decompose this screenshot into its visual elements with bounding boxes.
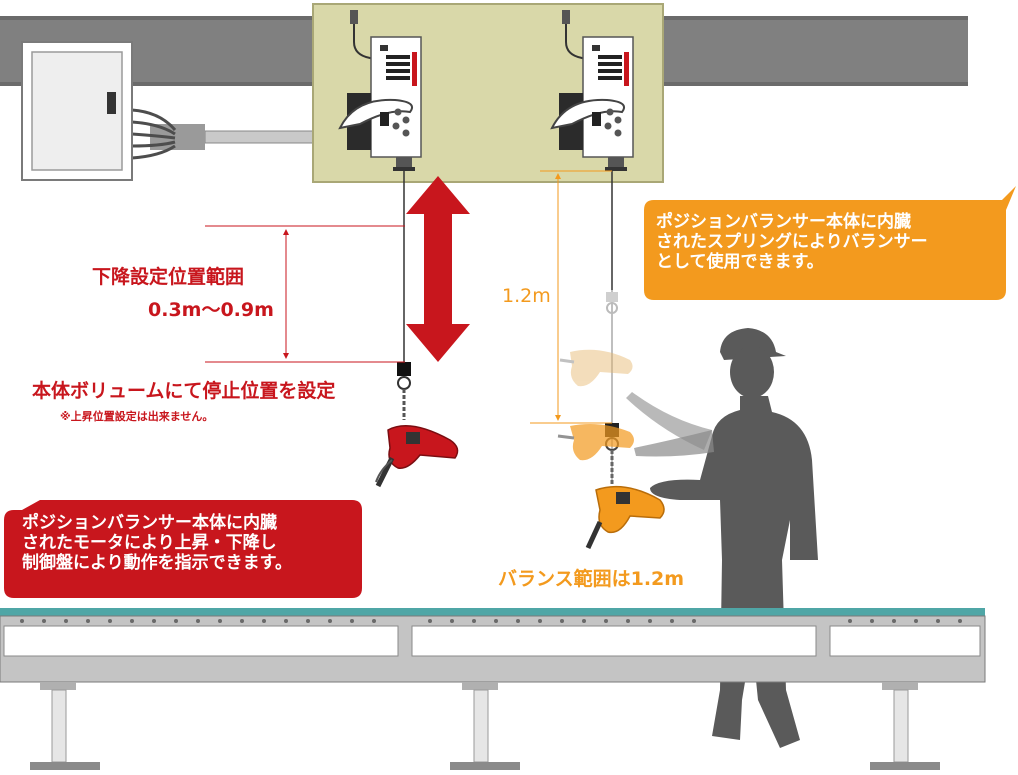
orange-drill-icon <box>585 485 665 550</box>
descent-range-title: 下降設定位置範囲 <box>92 266 245 288</box>
descent-range-dimension <box>205 225 405 363</box>
cable-conduit <box>131 108 316 160</box>
motor-callout-box <box>4 500 362 598</box>
spring-callout-box <box>644 186 1016 300</box>
balance-range-label: バランス範囲は1.2m <box>498 568 685 590</box>
control-panel-icon <box>21 41 133 181</box>
red-drill-icon <box>375 425 459 488</box>
balance-range-dimension <box>530 170 612 424</box>
worker-silhouette-icon <box>626 328 818 748</box>
motor-callout-line: されたモータにより上昇・下降し <box>22 533 277 554</box>
ghost-drill-icon <box>559 349 633 387</box>
motor-callout-line: ポジションバランサー本体に内臓 <box>22 513 277 533</box>
spring-callout-line: として使用できます。 <box>656 252 824 273</box>
balancer-unit-icon <box>338 10 422 171</box>
spring-callout-line: されたスプリングによりバランサー <box>656 232 928 253</box>
balancer-unit-icon <box>550 10 634 171</box>
conveyor <box>0 608 986 770</box>
ghost-drill-icon <box>557 424 634 461</box>
left-wire-assembly <box>397 171 411 420</box>
motor-callout-text: ポジションバランサー本体に内臓 されたモータにより上昇・下降し 制御盤により動作… <box>22 513 292 573</box>
stop-position-label: 本体ボリュームにて停止位置を設定 <box>32 380 336 402</box>
spring-callout-line: ポジションバランサー本体に内臓 <box>656 212 911 232</box>
note-no-upper-setting: ※上昇位置設定は出来ません。 <box>60 410 214 423</box>
height-value-label: 1.2m <box>502 285 551 307</box>
motor-callout-line: 制御盤により動作を指示できます。 <box>22 553 292 574</box>
double-arrow-icon <box>406 176 470 362</box>
descent-range-value: 0.3m〜0.9m <box>148 299 274 321</box>
spring-callout-text: ポジションバランサー本体に内臓 されたスプリングによりバランサー として使用でき… <box>656 212 928 272</box>
